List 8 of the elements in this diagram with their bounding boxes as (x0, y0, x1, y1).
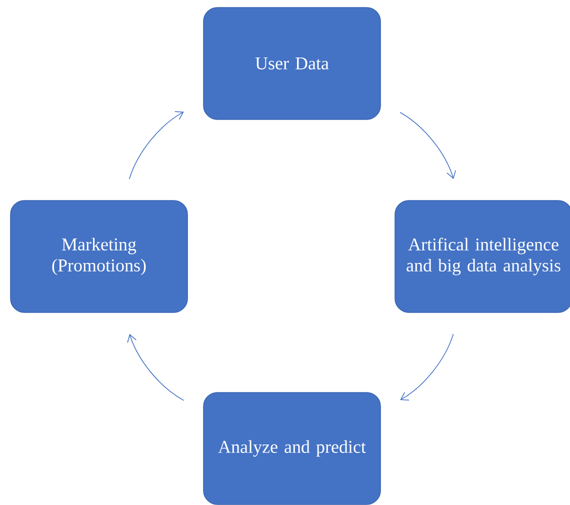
process-box: Analyze and predict (203, 392, 381, 505)
curved-arrow (127, 334, 184, 401)
curved-arrow (128, 111, 184, 180)
process-box: Marketing (Promotions) (10, 200, 188, 313)
process-box: User Data (203, 7, 381, 120)
curved-arrow (400, 112, 456, 180)
process-box: Artifical intelligence and big data analysis (394, 200, 570, 313)
curved-arrow (400, 334, 454, 401)
